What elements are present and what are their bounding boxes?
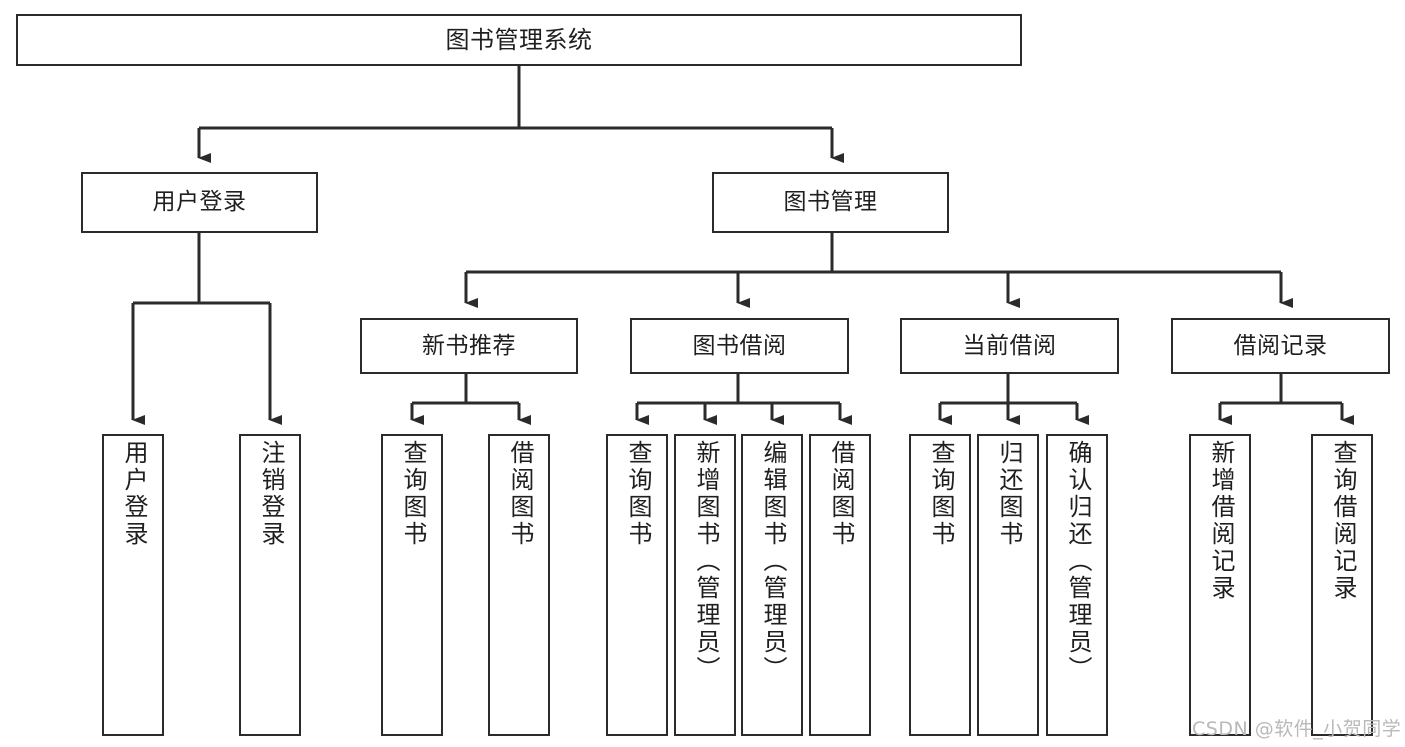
node-book-borrow-label: 图书借阅 bbox=[692, 332, 787, 359]
node-book-borrow[interactable]: 图书借阅 bbox=[630, 318, 849, 374]
node-user-login[interactable]: 用户登录 bbox=[81, 172, 318, 233]
leaf-borrow-record-query-label: 查询借阅记录 bbox=[1328, 440, 1357, 602]
node-root-label: 图书管理系统 bbox=[445, 26, 593, 54]
leaf-borrow-record-add[interactable]: 新增借阅记录 bbox=[1189, 434, 1251, 736]
leaf-new-book-query[interactable]: 查询图书 bbox=[381, 434, 443, 736]
node-borrow-record[interactable]: 借阅记录 bbox=[1171, 318, 1390, 374]
leaf-current-borrow-confirm-return-label: 确认归还（管理员） bbox=[1063, 440, 1092, 683]
node-user-login-label: 用户登录 bbox=[152, 189, 247, 215]
node-root[interactable]: 图书管理系统 bbox=[16, 14, 1022, 66]
leaf-user-login-logout[interactable]: 注销登录 bbox=[239, 434, 301, 736]
leaf-new-book-query-label: 查询图书 bbox=[398, 440, 427, 548]
node-book-management[interactable]: 图书管理 bbox=[712, 172, 949, 233]
leaf-current-borrow-query-label: 查询图书 bbox=[926, 440, 955, 548]
leaf-book-borrow-borrow-label: 借阅图书 bbox=[826, 440, 855, 548]
leaf-new-book-borrow[interactable]: 借阅图书 bbox=[488, 434, 550, 736]
watermark: CSDN @软件_小贺同学 bbox=[1192, 718, 1402, 740]
node-borrow-record-label: 借阅记录 bbox=[1233, 332, 1328, 359]
node-current-borrow[interactable]: 当前借阅 bbox=[900, 318, 1119, 374]
leaf-user-login-login-label: 用户登录 bbox=[119, 440, 148, 548]
leaf-book-borrow-borrow[interactable]: 借阅图书 bbox=[809, 434, 871, 736]
node-new-book-recommend[interactable]: 新书推荐 bbox=[360, 318, 578, 374]
leaf-current-borrow-query[interactable]: 查询图书 bbox=[909, 434, 971, 736]
leaf-user-login-login[interactable]: 用户登录 bbox=[102, 434, 164, 736]
leaf-borrow-record-add-label: 新增借阅记录 bbox=[1206, 440, 1235, 602]
leaf-new-book-borrow-label: 借阅图书 bbox=[505, 440, 534, 548]
leaf-book-borrow-add[interactable]: 新增图书（管理员） bbox=[674, 434, 736, 736]
leaf-borrow-record-query[interactable]: 查询借阅记录 bbox=[1311, 434, 1373, 736]
leaf-book-borrow-edit-label: 编辑图书（管理员） bbox=[758, 440, 787, 683]
leaf-user-login-logout-label: 注销登录 bbox=[256, 440, 285, 548]
leaf-current-borrow-return[interactable]: 归还图书 bbox=[977, 434, 1039, 736]
leaf-book-borrow-query-label: 查询图书 bbox=[623, 440, 652, 548]
leaf-current-borrow-confirm-return[interactable]: 确认归还（管理员） bbox=[1046, 434, 1108, 736]
node-current-borrow-label: 当前借阅 bbox=[962, 332, 1057, 359]
leaf-book-borrow-edit[interactable]: 编辑图书（管理员） bbox=[741, 434, 803, 736]
node-book-management-label: 图书管理 bbox=[783, 189, 878, 215]
node-new-book-recommend-label: 新书推荐 bbox=[422, 332, 516, 359]
leaf-book-borrow-add-label: 新增图书（管理员） bbox=[691, 440, 720, 683]
leaf-book-borrow-query[interactable]: 查询图书 bbox=[606, 434, 668, 736]
leaf-current-borrow-return-label: 归还图书 bbox=[994, 440, 1023, 548]
